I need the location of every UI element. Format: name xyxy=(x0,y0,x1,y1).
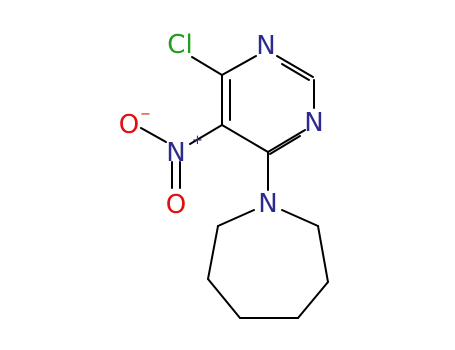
bond-c1-c2 xyxy=(317,225,329,283)
bond-c5-c6 xyxy=(207,225,219,280)
azepane-ring xyxy=(207,151,329,319)
bond-c4-c5 xyxy=(207,278,241,319)
bond-n3-c4-double xyxy=(269,135,301,155)
bond-c6-n1 xyxy=(221,55,257,76)
charge-plus: + xyxy=(192,133,203,148)
bond-n1-c2 xyxy=(276,55,314,78)
pyrimidine-ring xyxy=(221,55,315,155)
nitro-group xyxy=(140,124,223,189)
atom-n3: N xyxy=(304,108,323,138)
bond-n3-c4 xyxy=(267,129,306,153)
bond-c6-cl xyxy=(191,56,223,76)
bond-n-c1 xyxy=(281,209,319,227)
atom-cl: Cl xyxy=(167,30,192,60)
atom-o1: O xyxy=(119,110,139,140)
bond-c5-n-nitro xyxy=(189,124,223,145)
charge-minus: − xyxy=(140,107,151,122)
bond-c2-c3 xyxy=(297,281,329,319)
bond-n-o1 xyxy=(140,127,167,143)
atom-n-nitro: N xyxy=(166,138,185,168)
atom-o2: O xyxy=(166,190,186,220)
atom-n-azepane: N xyxy=(258,189,277,219)
atom-n1: N xyxy=(256,31,275,61)
bond-n1-c2-double xyxy=(281,63,310,81)
bond-c4-c5 xyxy=(221,124,269,153)
bond-c6-n xyxy=(217,209,255,227)
